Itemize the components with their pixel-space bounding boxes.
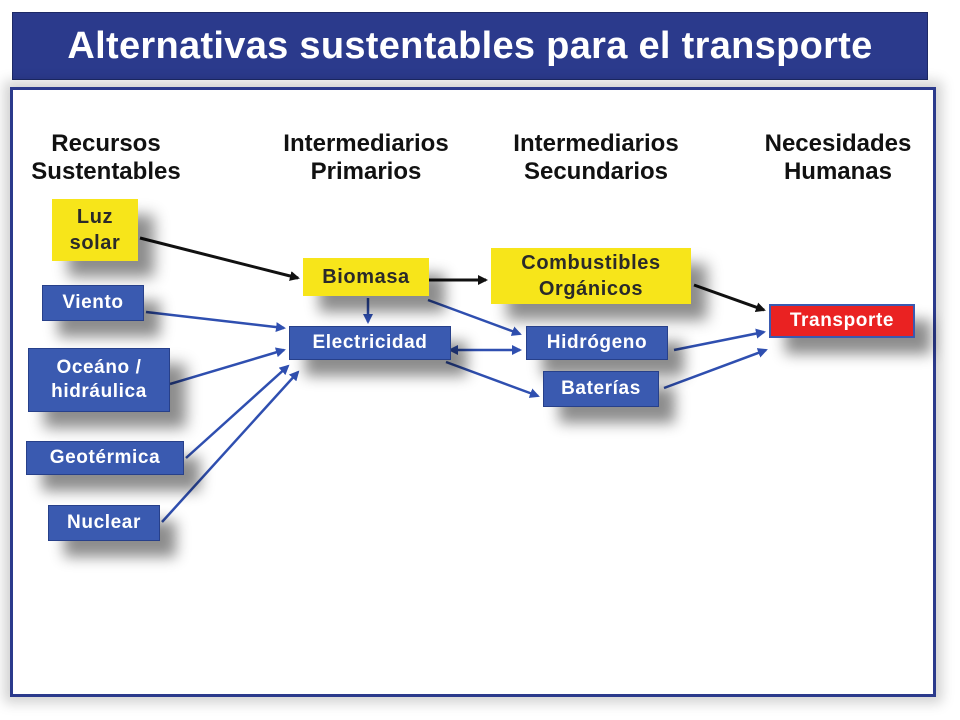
secondary-batteries-label: Baterías — [561, 378, 641, 399]
secondary-hydrogen-label: Hidrógeno — [546, 332, 648, 353]
secondary-batteries: Baterías — [543, 371, 659, 407]
resource-wind-label: Viento — [62, 292, 124, 313]
secondary-fuels: Combustibles Orgánicos — [491, 248, 691, 304]
resource-wind: Viento — [42, 285, 144, 321]
resource-geothermal: Geotérmica — [26, 441, 184, 475]
primary-biomass-label: Biomasa — [322, 266, 410, 288]
need-transport: Transporte — [769, 304, 915, 338]
resource-nuclear: Nuclear — [48, 505, 160, 541]
page-title: Alternativas sustentables para el transp… — [67, 24, 873, 67]
resource-sun-label: Luz solar — [69, 206, 121, 254]
need-transport-label: Transporte — [789, 310, 895, 331]
primary-electricity-label: Electricidad — [312, 332, 428, 353]
resource-sun: Luz solar — [52, 199, 138, 261]
secondary-fuels-label: Combustibles Orgánicos — [521, 252, 661, 300]
column-header-primary: Intermediarios Primarios — [283, 130, 449, 185]
resource-ocean-label: Oceáno / hidráulica — [51, 357, 147, 402]
primary-biomass: Biomasa — [303, 258, 429, 296]
resource-ocean: Oceáno / hidráulica — [28, 348, 170, 412]
title-banner: Alternativas sustentables para el transp… — [12, 12, 928, 80]
resource-nuclear-label: Nuclear — [67, 512, 141, 533]
primary-electricity: Electricidad — [289, 326, 451, 360]
column-header-needs: Necesidades Humanas — [764, 130, 912, 185]
resource-geothermal-label: Geotérmica — [49, 447, 161, 468]
column-header-secondary: Intermediarios Secundarios — [513, 130, 679, 185]
secondary-hydrogen: Hidrógeno — [526, 326, 668, 360]
column-header-resources: Recursos Sustentables — [31, 130, 181, 185]
